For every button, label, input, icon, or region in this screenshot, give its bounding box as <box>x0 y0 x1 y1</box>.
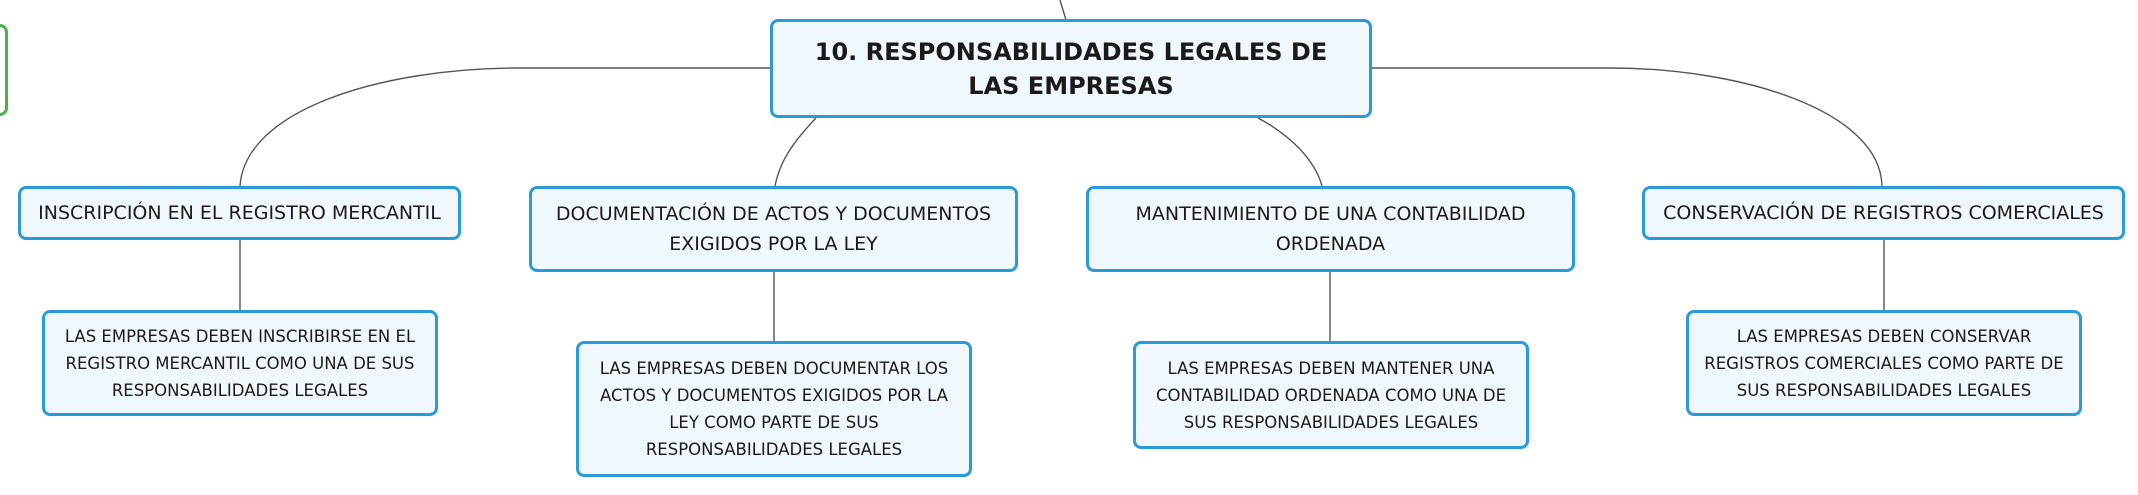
branch-contabilidad[interactable]: MANTENIMIENTO DE UNA CONTABILIDAD ORDENA… <box>1086 186 1575 272</box>
detail-registros-comerciales[interactable]: LAS EMPRESAS DEBEN CONSERVAR REGISTROS C… <box>1686 310 2082 416</box>
detail-text: LAS EMPRESAS DEBEN CONSERVAR REGISTROS C… <box>1704 326 2064 400</box>
partial-node-offscreen[interactable] <box>0 24 8 116</box>
detail-text: LAS EMPRESAS DEBEN INSCRIBIRSE EN EL REG… <box>64 326 416 400</box>
connector-root-to-branch-1 <box>239 67 772 187</box>
branch-label: INSCRIPCIÓN EN EL REGISTRO MERCANTIL <box>38 202 441 224</box>
central-topic[interactable]: 10. RESPONSABILIDADES LEGALES DE LAS EMP… <box>770 19 1372 118</box>
detail-registro-mercantil[interactable]: LAS EMPRESAS DEBEN INSCRIBIRSE EN EL REG… <box>42 310 438 416</box>
branch-label: CONSERVACIÓN DE REGISTROS COMERCIALES <box>1663 202 2104 224</box>
detail-text: LAS EMPRESAS DEBEN DOCUMENTAR LOS ACTOS … <box>599 359 949 459</box>
detail-documentacion[interactable]: LAS EMPRESAS DEBEN DOCUMENTAR LOS ACTOS … <box>576 341 972 477</box>
central-topic-label: 10. RESPONSABILIDADES LEGALES DE LAS EMP… <box>814 37 1328 100</box>
branch-registro-mercantil[interactable]: INSCRIPCIÓN EN EL REGISTRO MERCANTIL <box>18 186 461 240</box>
connector-root-to-branch-2 <box>774 117 817 187</box>
detail-contabilidad[interactable]: LAS EMPRESAS DEBEN MANTENER UNA CONTABIL… <box>1133 341 1529 449</box>
branch-registros-comerciales[interactable]: CONSERVACIÓN DE REGISTROS COMERCIALES <box>1642 186 2125 240</box>
branch-label: DOCUMENTACIÓN DE ACTOS Y DOCUMENTOS EXIG… <box>555 203 992 255</box>
connector-root-to-branch-3 <box>1257 117 1323 187</box>
connector-root-to-branch-4 <box>1370 67 1883 187</box>
branch-label: MANTENIMIENTO DE UNA CONTABILIDAD ORDENA… <box>1135 203 1526 255</box>
connector-parent-to-root <box>1059 0 1067 21</box>
branch-documentacion[interactable]: DOCUMENTACIÓN DE ACTOS Y DOCUMENTOS EXIG… <box>529 186 1018 272</box>
detail-text: LAS EMPRESAS DEBEN MANTENER UNA CONTABIL… <box>1155 358 1507 432</box>
